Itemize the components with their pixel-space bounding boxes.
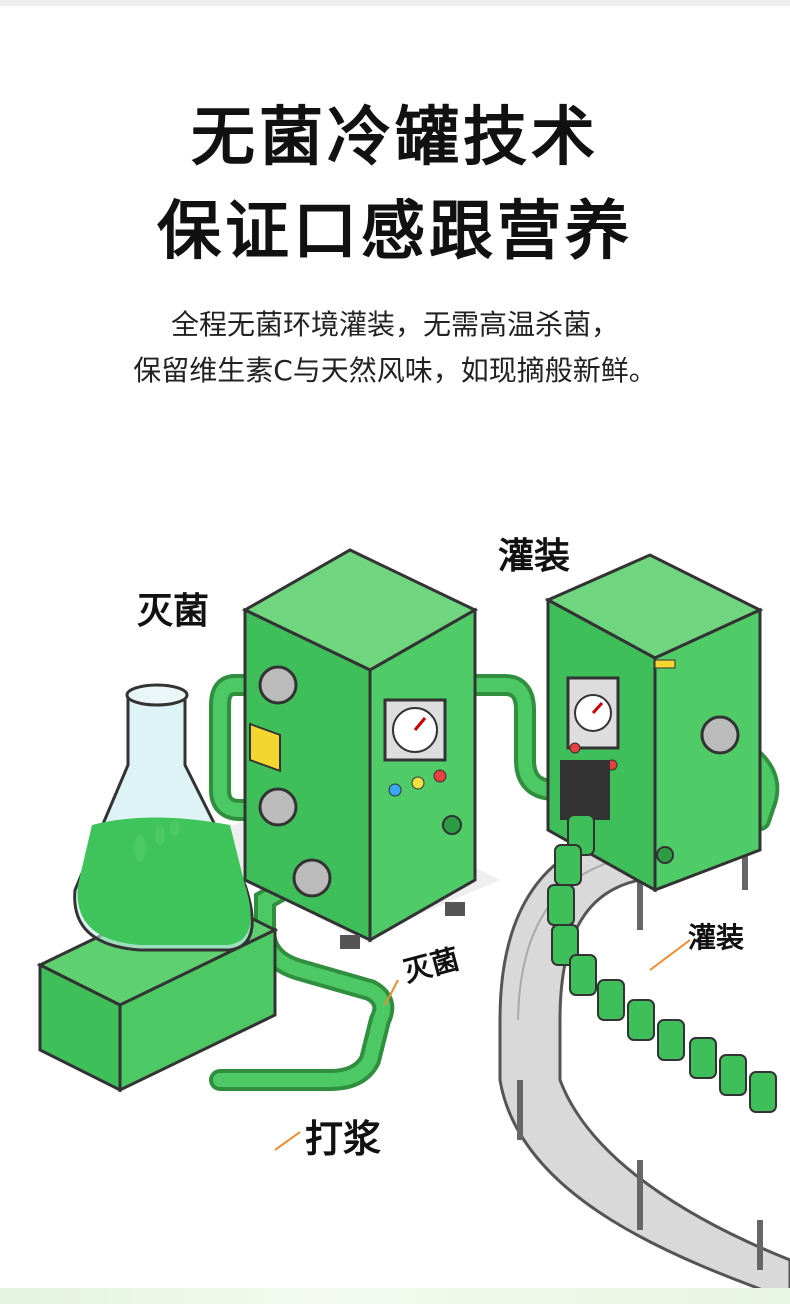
label-pulping: 打浆 — [305, 1117, 382, 1161]
description-line2: 保留维生素C与天然风味，如现摘般新鲜。 — [133, 354, 657, 387]
top-divider — [0, 0, 790, 6]
description-line1: 全程无菌环境灌装，无需高温杀菌， — [170, 308, 619, 341]
filling-machine — [544, 553, 764, 893]
label-filling-cans: 灌装 — [688, 921, 745, 954]
page-title-line2: 保证口感跟营养 — [157, 195, 633, 269]
page-title-line1: 无菌冷罐技术 — [191, 101, 599, 175]
sterilizer-machine — [241, 548, 479, 949]
leader-lines — [274, 939, 691, 1151]
label-sterilize-top: 灭菌 — [137, 591, 210, 632]
cans — [547, 814, 777, 1113]
production-line-illustration — [36, 548, 790, 1290]
label-filling-top: 灌装 — [498, 536, 571, 577]
blender-flask — [36, 683, 279, 1093]
bottom-strip — [0, 1288, 790, 1304]
